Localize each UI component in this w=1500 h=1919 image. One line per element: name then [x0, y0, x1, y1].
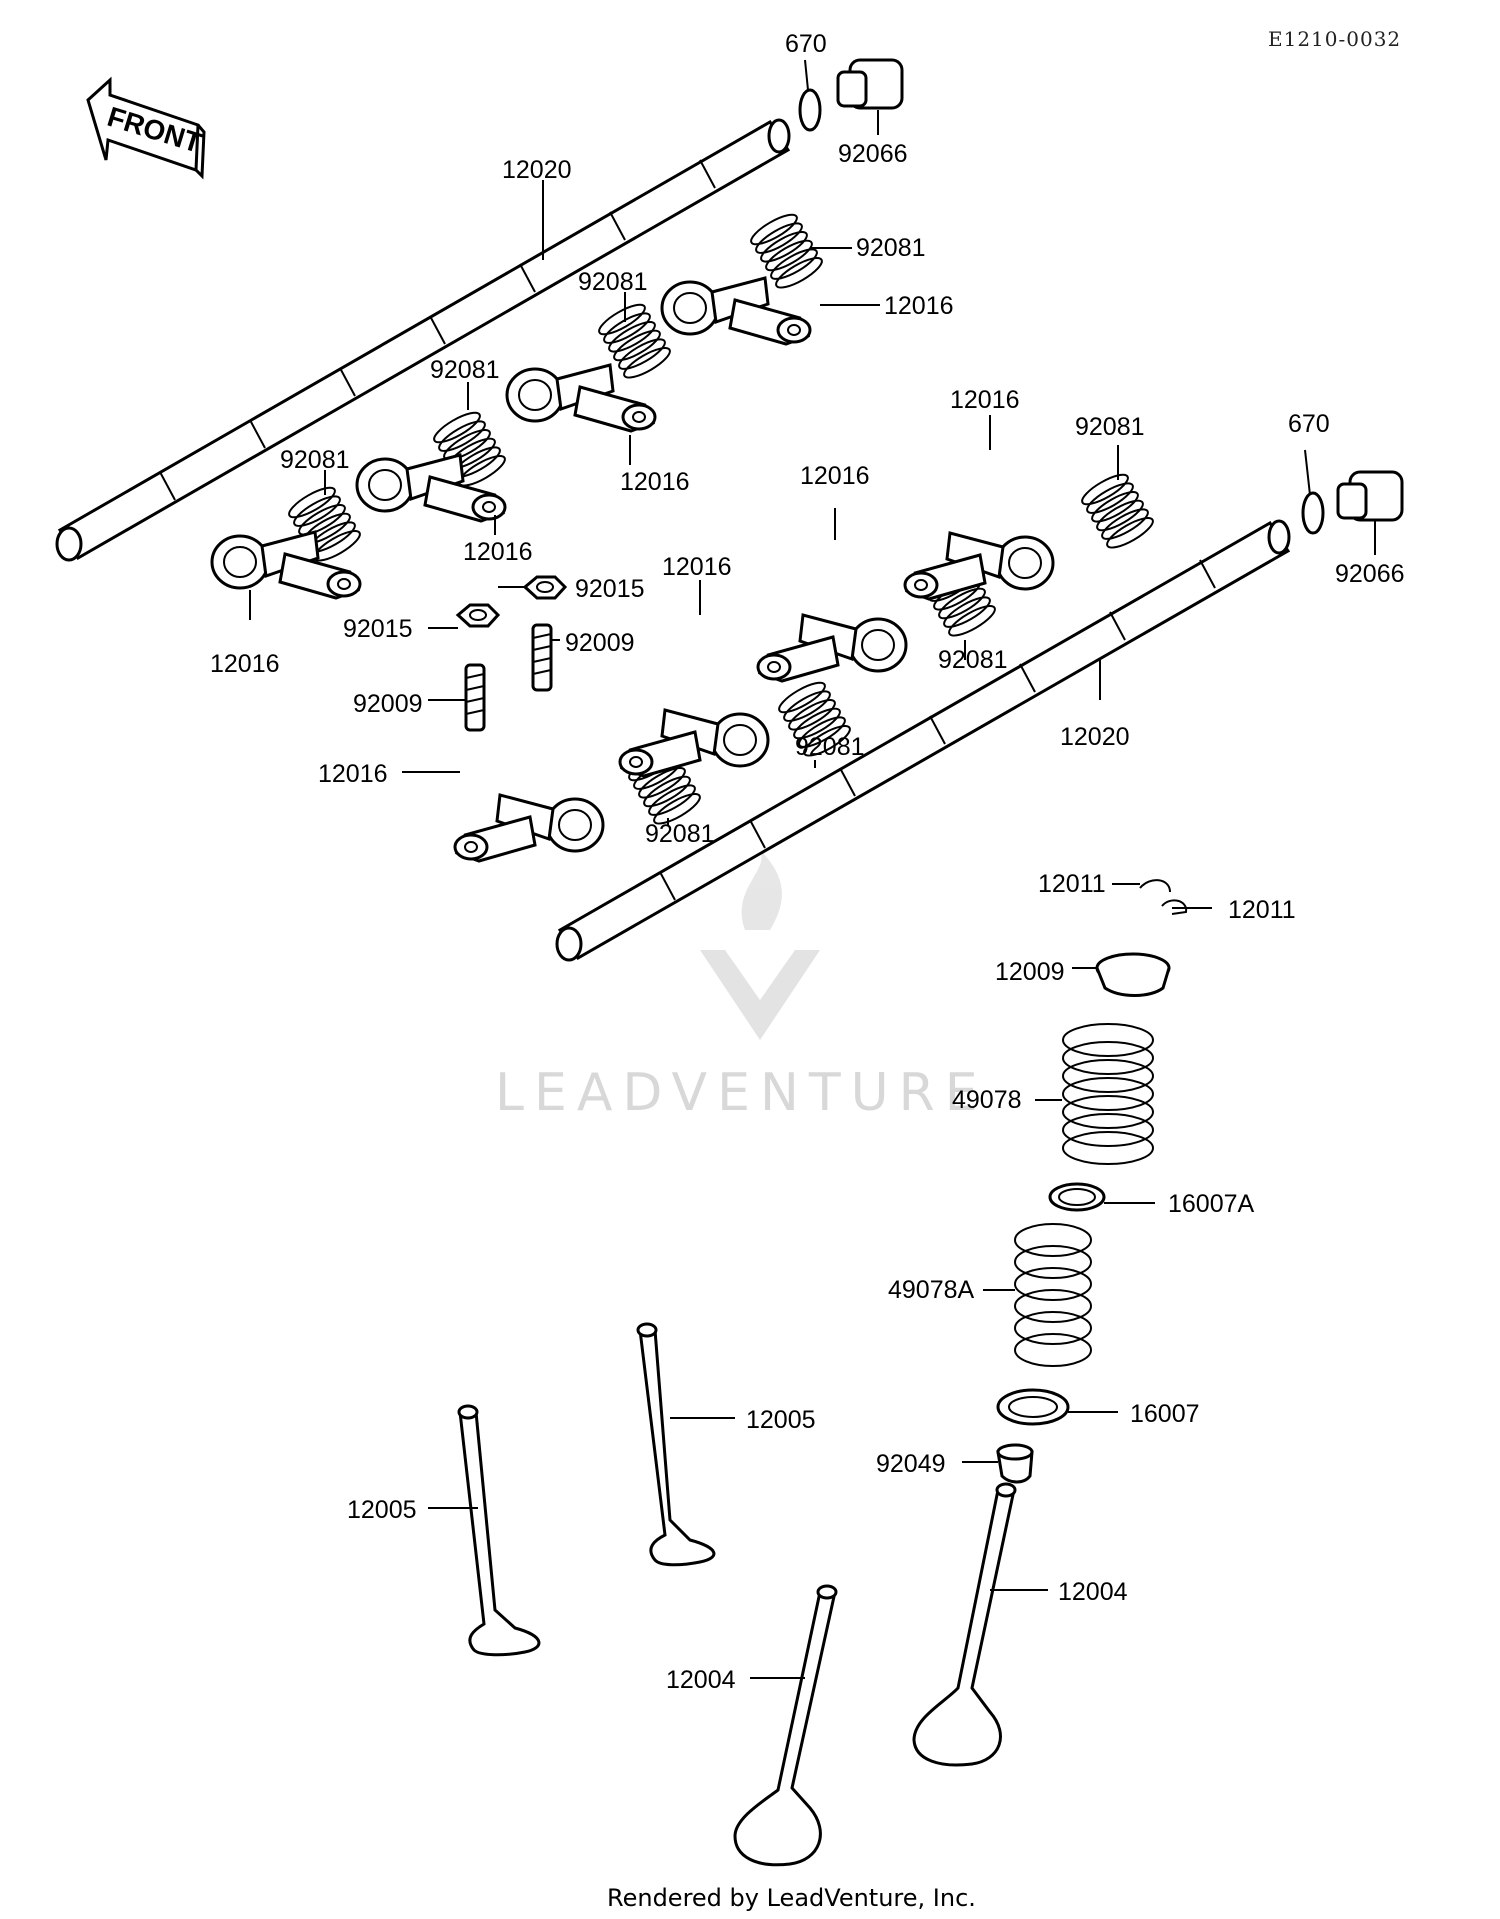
rocker-arm: [660, 276, 812, 346]
callout-92081-d: 92081: [280, 446, 350, 474]
rocker-arm: [618, 708, 770, 778]
callout-49078: 49078: [952, 1086, 1022, 1114]
rocker-shaft-bottom: [555, 519, 1291, 962]
callout-12016-e: 12016: [318, 760, 388, 788]
callout-92015-b: 92015: [575, 575, 645, 603]
shaft-spring: [1077, 468, 1158, 554]
callout-12004-left: 12004: [666, 1666, 736, 1694]
front-arrow-icon: FRONT: [86, 76, 206, 180]
plug-right: [1301, 470, 1404, 535]
rocker-arm: [355, 453, 507, 523]
diagram-code: E1210-0032: [1268, 27, 1401, 51]
rocker-arm: [505, 363, 657, 433]
callout-92081-b: 92081: [578, 268, 648, 296]
callout-92066-right: 92066: [1335, 560, 1405, 588]
callout-12005-right: 12005: [746, 1406, 816, 1434]
callout-12016-a: 12016: [884, 292, 954, 320]
exhaust-valve: [457, 1404, 541, 1657]
callout-12020-top: 12020: [502, 156, 572, 184]
leader-lines: [249, 59, 1376, 1679]
callout-92081-h: 92081: [645, 820, 715, 848]
callout-12016-c: 12016: [463, 538, 533, 566]
spring-retainer: [1095, 952, 1171, 997]
callout-12016-g: 12016: [800, 462, 870, 490]
callout-92081-a: 92081: [856, 234, 926, 262]
spring-seat-upper: [1048, 1182, 1106, 1212]
callout-12016-d: 12016: [210, 650, 280, 678]
callout-12011-left: 12011: [1038, 870, 1106, 898]
adjusting-screw: [531, 623, 553, 692]
callout-49078A: 49078A: [888, 1276, 975, 1304]
spring-seat-lower: [996, 1388, 1070, 1426]
callout-12011-right: 12011: [1228, 896, 1296, 924]
callout-92049: 92049: [876, 1450, 946, 1478]
watermark: LEADVENTURE: [495, 850, 988, 1123]
lock-nut: [522, 575, 568, 600]
callout-12016-b: 12016: [620, 468, 690, 496]
outer-valve-spring: [1062, 1023, 1154, 1165]
plug-top: [798, 58, 904, 132]
stem-seal: [996, 1443, 1034, 1484]
callout-92081-c: 92081: [430, 356, 500, 384]
callout-92081-e: 92081: [1075, 413, 1145, 441]
intake-valve: [733, 1584, 838, 1867]
footer-credit: Rendered by LeadVenture, Inc.: [607, 1884, 976, 1912]
callout-labels: 670 92066 12020 92081 92081 12016 92081 …: [210, 30, 1405, 1694]
lock-nut: [455, 603, 501, 628]
callout-670-top: 670: [785, 30, 827, 58]
callout-92081-g: 92081: [795, 733, 865, 761]
callout-92009-b: 92009: [565, 629, 635, 657]
adjusting-screw: [464, 663, 486, 732]
callout-92066-top: 92066: [838, 140, 908, 168]
callout-12016-h: 12016: [950, 386, 1020, 414]
callout-92009-a: 92009: [353, 690, 423, 718]
callout-12005-left: 12005: [347, 1496, 417, 1524]
watermark-text: LEADVENTURE: [495, 1063, 988, 1123]
rocker-arm: [756, 613, 908, 683]
rocker-shaft-top: [55, 118, 791, 562]
callout-12004-right: 12004: [1058, 1578, 1128, 1606]
callout-12020-bottom: 12020: [1060, 723, 1130, 751]
callout-12016-f: 12016: [662, 553, 732, 581]
valve-cotter: [1139, 879, 1188, 915]
callout-92015-a: 92015: [343, 615, 413, 643]
rocker-arm: [453, 793, 605, 863]
callout-16007: 16007: [1130, 1400, 1200, 1428]
callout-16007A: 16007A: [1168, 1190, 1255, 1218]
inner-valve-spring: [1014, 1223, 1092, 1367]
callout-670-right: 670: [1288, 410, 1330, 438]
intake-valve: [912, 1482, 1017, 1767]
exhaust-valve: [636, 1322, 716, 1567]
callout-12009: 12009: [995, 958, 1065, 986]
callout-92081-f: 92081: [938, 646, 1008, 674]
